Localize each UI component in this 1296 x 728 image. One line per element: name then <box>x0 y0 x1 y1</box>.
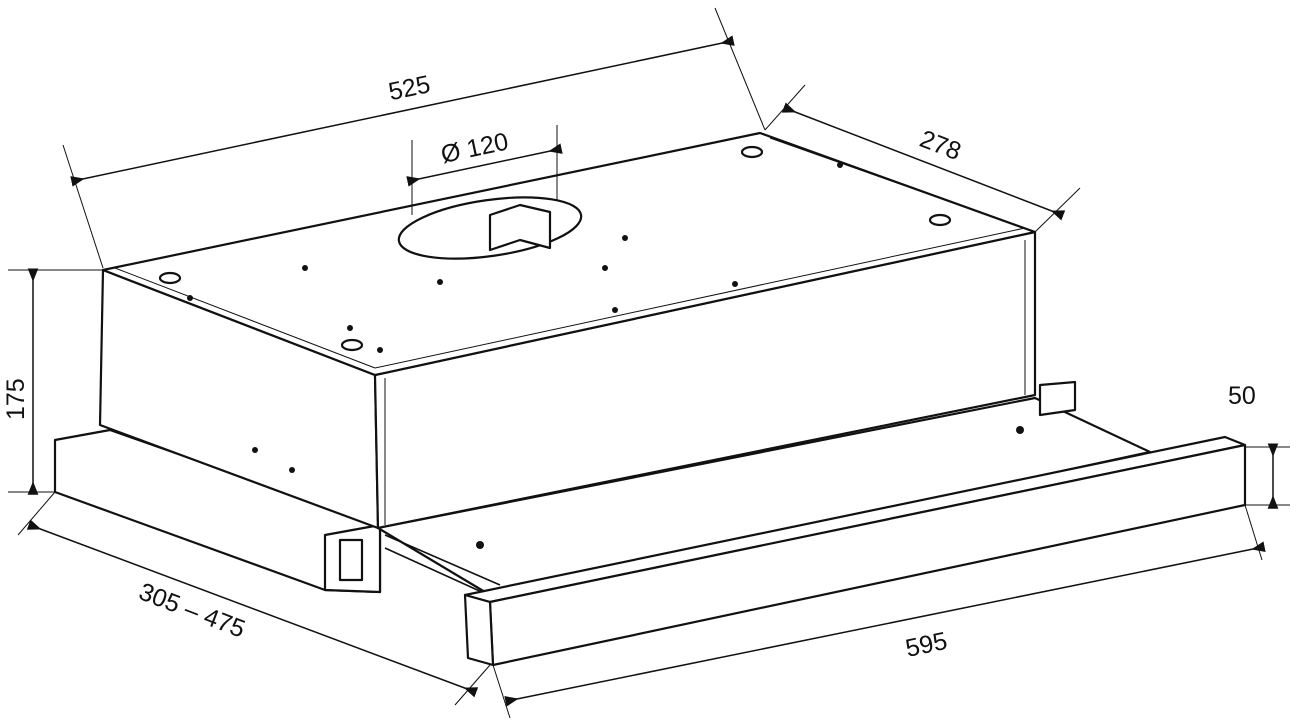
label-duct-diameter: Ø 120 <box>438 127 510 169</box>
duct-outlet <box>397 196 583 260</box>
label-525: 525 <box>386 70 433 106</box>
dimension-line-305-475 <box>26 519 479 698</box>
dimension-line-278 <box>781 102 1066 221</box>
label-278: 278 <box>916 125 965 166</box>
label-50: 50 <box>1228 382 1256 410</box>
label-595: 595 <box>903 627 950 663</box>
label-305-475: 305 – 475 <box>135 578 249 644</box>
label-175: 175 <box>2 378 30 420</box>
dimension-line-120 <box>406 143 563 187</box>
dimension-line-525 <box>70 35 735 187</box>
dimension-line-595 <box>504 541 1266 707</box>
extension-lines <box>8 7 1290 719</box>
